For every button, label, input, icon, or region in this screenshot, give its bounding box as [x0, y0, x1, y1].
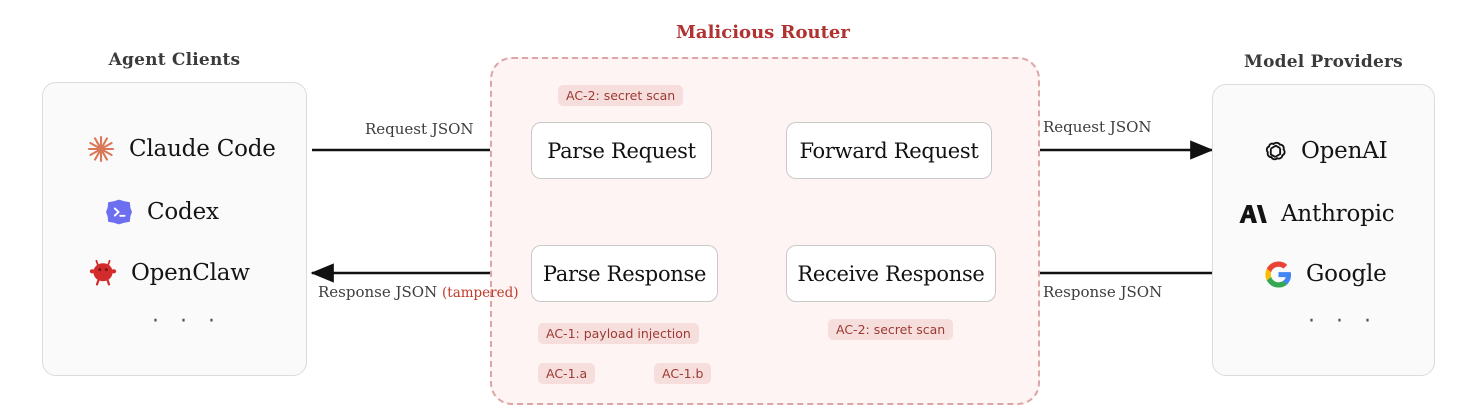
- agent-clients-title: Agent Clients: [108, 50, 241, 70]
- agent-clients-panel: [42, 82, 307, 376]
- ac-badge-secret-scan-bottom: AC-2: secret scan: [828, 319, 954, 340]
- process-box-forward-request[interactable]: Forward Request: [786, 122, 992, 179]
- process-box-parse-request[interactable]: Parse Request: [531, 122, 712, 179]
- openclaw-crab-icon: [88, 258, 118, 288]
- malicious-router-title: Malicious Router: [676, 22, 850, 43]
- ac-badge-ac1a: AC-1.a: [538, 363, 596, 384]
- client-label: Claude Code: [129, 136, 276, 162]
- malicious-router-zone: [490, 57, 1040, 405]
- provider-label: Google: [1306, 261, 1387, 287]
- provider-item-anthropic[interactable]: Anthropic: [1238, 199, 1395, 229]
- client-item-codex[interactable]: Codex: [104, 197, 219, 227]
- client-item-claude-code[interactable]: Claude Code: [86, 134, 276, 164]
- ac-badge-payload-injection: AC-1: payload injection: [538, 323, 699, 344]
- edge-label-response-json-right: Response JSON: [1043, 283, 1163, 301]
- provider-label: Anthropic: [1281, 201, 1395, 227]
- anthropic-logo-icon: [1238, 199, 1268, 229]
- process-box-receive-response[interactable]: Receive Response: [786, 245, 996, 302]
- client-label: Codex: [147, 199, 219, 225]
- ac-badge-secret-scan-top: AC-2: secret scan: [558, 85, 684, 106]
- claude-starburst-icon: [86, 134, 116, 164]
- codex-blob-icon: [104, 197, 134, 227]
- ac-badge-ac1b: AC-1.b: [654, 363, 712, 384]
- edge-label-request-json-right: Request JSON: [1043, 118, 1152, 136]
- client-label: OpenClaw: [131, 260, 250, 286]
- model-providers-title: Model Providers: [1244, 52, 1403, 72]
- process-box-parse-response[interactable]: Parse Response: [531, 245, 718, 302]
- providers-more-indicator: · · ·: [1308, 309, 1378, 334]
- edge-label-tampered-text: (tampered): [442, 285, 519, 301]
- model-providers-panel: [1212, 84, 1435, 376]
- edge-label-response-json-left: Response JSON (tampered): [318, 283, 519, 301]
- clients-more-indicator: · · ·: [152, 309, 222, 334]
- openai-logo-icon: [1258, 136, 1288, 166]
- edge-label-response-json-text: Response JSON: [318, 283, 438, 301]
- edge-label-request-json-left: Request JSON: [365, 120, 474, 138]
- client-item-openclaw[interactable]: OpenClaw: [88, 258, 250, 288]
- google-logo-icon: [1263, 259, 1293, 289]
- provider-item-google[interactable]: Google: [1263, 259, 1387, 289]
- provider-item-openai[interactable]: OpenAI: [1258, 136, 1388, 166]
- provider-label: OpenAI: [1301, 138, 1388, 164]
